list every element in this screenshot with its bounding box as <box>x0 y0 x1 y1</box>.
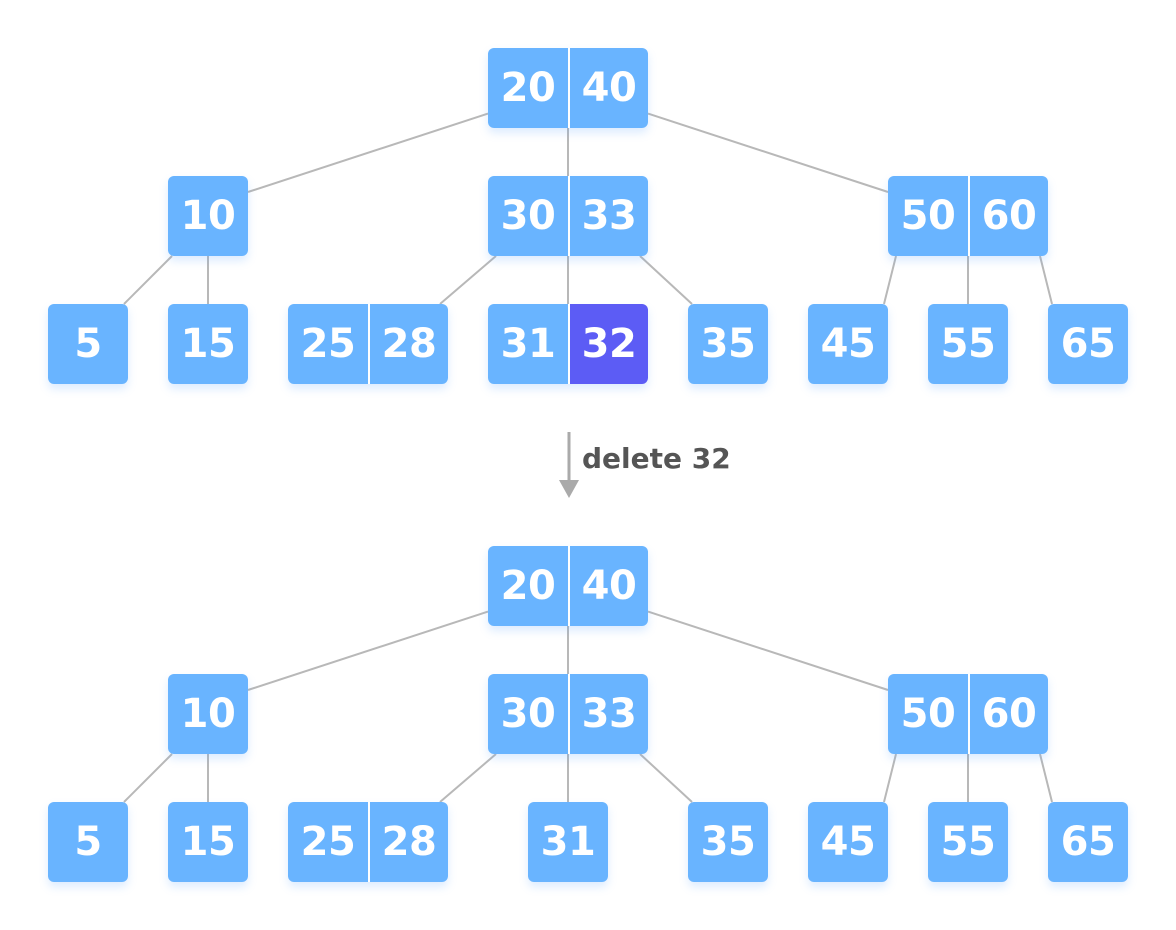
node-key: 65 <box>1048 802 1128 882</box>
operation-label: delete 32 <box>582 442 731 475</box>
node-key: 55 <box>928 802 1008 882</box>
tree-edge <box>647 610 889 691</box>
tree-node-b-leaf-65: 65 <box>1048 304 1128 384</box>
tree-node-a-leaf-45: 45 <box>808 802 888 882</box>
tree-node-a-leaf-15: 15 <box>168 802 248 882</box>
tree-node-a-leaf-35: 35 <box>688 802 768 882</box>
arrow-head <box>559 480 579 498</box>
node-key: 40 <box>568 546 648 626</box>
tree-edge <box>639 753 693 803</box>
node-key: 15 <box>168 802 248 882</box>
node-key: 45 <box>808 802 888 882</box>
node-key: 20 <box>488 546 568 626</box>
node-key: 5 <box>48 802 128 882</box>
node-key: 31 <box>528 802 608 882</box>
node-key: 50 <box>888 674 968 754</box>
tree-edge <box>647 112 889 193</box>
tree-node-b-leaf-5: 5 <box>48 304 128 384</box>
tree-edge <box>247 112 489 193</box>
tree-node-a-leaf-55: 55 <box>928 802 1008 882</box>
tree-edge <box>883 753 897 803</box>
tree-node-b-l1-a: 10 <box>168 176 248 256</box>
node-key: 55 <box>928 304 1008 384</box>
node-key: 50 <box>888 176 968 256</box>
node-key: 10 <box>168 674 248 754</box>
tree-edge <box>247 610 489 691</box>
node-key: 40 <box>568 48 648 128</box>
tree-node-b-leaf-45: 45 <box>808 304 888 384</box>
node-key: 30 <box>488 176 568 256</box>
node-key: 65 <box>1048 304 1128 384</box>
tree-edge <box>639 255 693 305</box>
node-key: 28 <box>368 802 448 882</box>
tree-node-a-l1-a: 10 <box>168 674 248 754</box>
node-key: 10 <box>168 176 248 256</box>
node-key: 15 <box>168 304 248 384</box>
node-key: 28 <box>368 304 448 384</box>
tree-node-b-leaf-15: 15 <box>168 304 248 384</box>
node-key: 33 <box>568 674 648 754</box>
down-arrow-icon <box>559 432 579 498</box>
tree-node-b-leaf-35: 35 <box>688 304 768 384</box>
node-key: 60 <box>968 674 1048 754</box>
tree-node-b-leaf-55: 55 <box>928 304 1008 384</box>
node-key: 32 <box>568 304 648 384</box>
node-key: 5 <box>48 304 128 384</box>
node-key: 20 <box>488 48 568 128</box>
node-key: 35 <box>688 304 768 384</box>
node-key: 31 <box>488 304 568 384</box>
node-key: 25 <box>288 304 368 384</box>
tree-edge <box>123 753 173 803</box>
tree-node-a-leaf-5: 5 <box>48 802 128 882</box>
tree-node-a-leaf-31: 31 <box>528 802 608 882</box>
node-key: 33 <box>568 176 648 256</box>
tree-edge <box>123 255 173 305</box>
node-key: 45 <box>808 304 888 384</box>
tree-edge <box>439 255 497 305</box>
tree-edge <box>1039 753 1053 803</box>
tree-edge <box>1039 255 1053 305</box>
node-key: 35 <box>688 802 768 882</box>
node-key: 25 <box>288 802 368 882</box>
tree-edge <box>883 255 897 305</box>
node-key: 30 <box>488 674 568 754</box>
node-key: 60 <box>968 176 1048 256</box>
tree-node-a-leaf-65: 65 <box>1048 802 1128 882</box>
tree-edge <box>439 753 497 803</box>
